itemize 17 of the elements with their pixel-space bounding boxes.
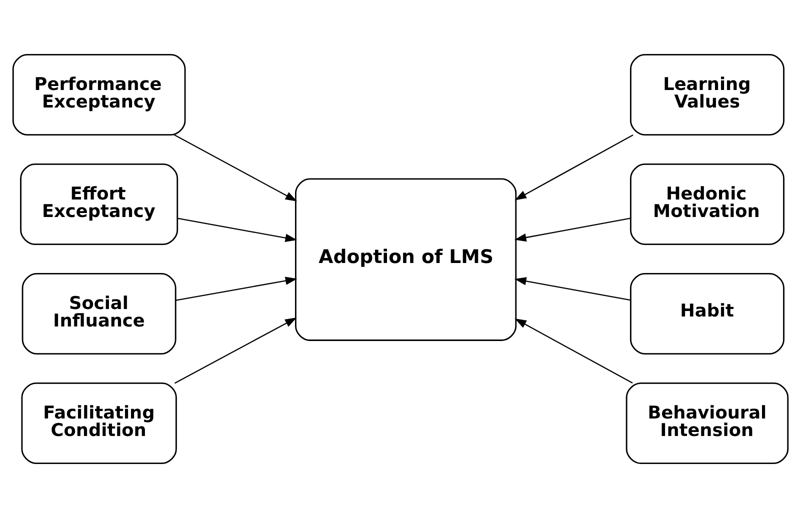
node-box: Learning Values [630,54,784,135]
node-box: Hedonic Motivation [630,163,784,244]
node-box: Performance Exceptancy [12,54,186,135]
arrow [514,318,633,384]
node-box: Habit [630,272,784,354]
node-box: Social Influance [22,272,176,354]
arrow [177,217,298,242]
arrow [176,276,298,300]
arrow [514,134,634,200]
node-box: Facilitating Condition [21,382,177,464]
arrow [174,317,297,384]
node-box: Effort Exceptancy [20,163,178,244]
arrow [514,217,630,242]
arrow [174,134,298,201]
node-box: Behavioural Intension [626,382,789,464]
arrow [514,276,630,300]
node-box: Adoption of LMS [295,178,517,340]
